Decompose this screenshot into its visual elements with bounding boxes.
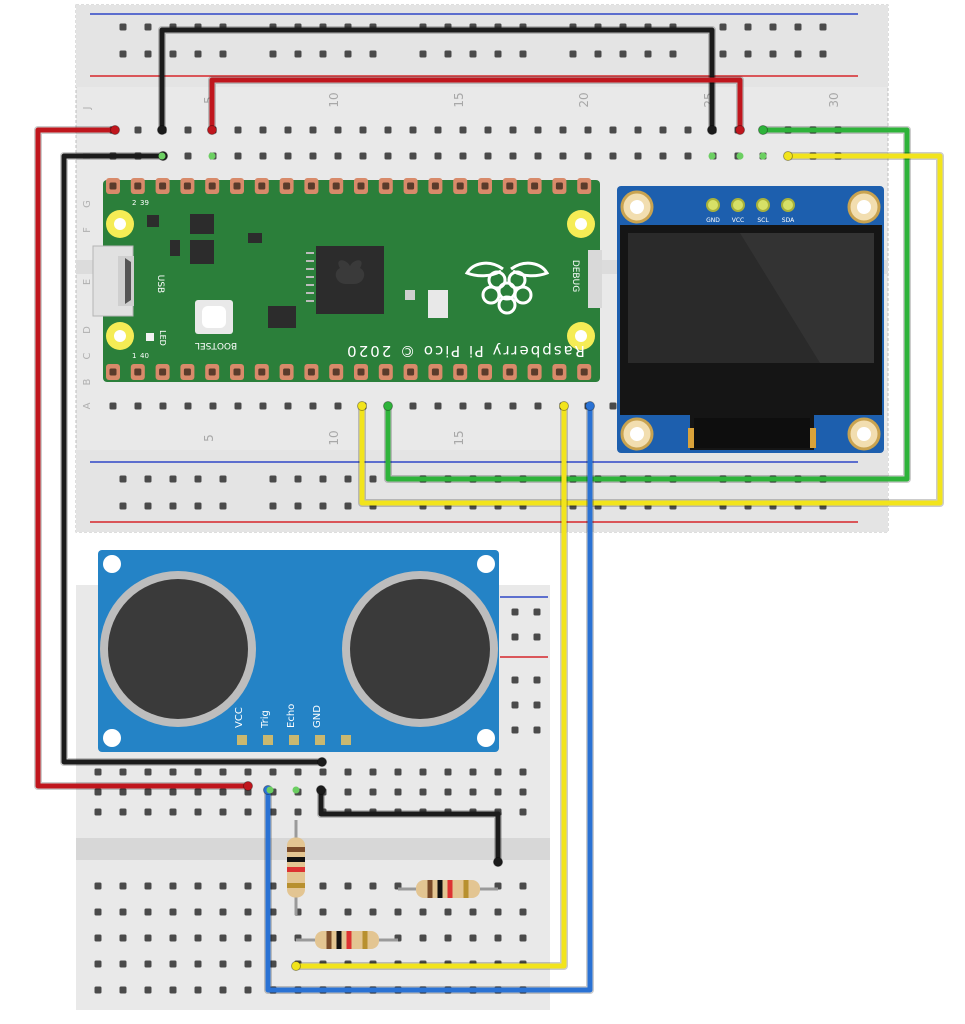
wires	[34, 26, 944, 994]
connected-hole	[736, 152, 744, 160]
resistor-upper	[398, 880, 498, 898]
pin-number-39: 39	[140, 199, 149, 207]
column-number-top: 30	[827, 92, 841, 107]
sensor-pin-label: Trig	[260, 710, 271, 729]
pin-number-40: 40	[140, 352, 149, 360]
resistors	[287, 820, 498, 949]
oled-pin-header: GND VCC SCL SDA	[706, 198, 795, 224]
wire-echo	[293, 403, 567, 969]
wire-vcc-sensor	[35, 127, 251, 789]
connected-hole	[266, 786, 274, 794]
connected-hole	[208, 152, 216, 160]
resistor-vertical	[287, 820, 305, 915]
row-letter: F	[82, 227, 93, 233]
column-number-top: 10	[327, 92, 341, 107]
sensor-pin-trig	[263, 735, 273, 745]
flash-chip	[268, 306, 296, 328]
row-letter: D	[82, 326, 93, 334]
column-number-top: 5	[202, 96, 216, 104]
oled-pin-label: SCL	[757, 217, 769, 224]
row-letter: E	[82, 279, 93, 285]
usb-label: USB	[155, 275, 165, 293]
pin-number-2: 2	[132, 199, 136, 207]
raspberry-pi-pico: Raspberry Pi Pico © 2020 USB LED BOOTSEL…	[92, 178, 602, 382]
led-label: LED	[158, 330, 167, 346]
column-number-bottom: 5	[202, 434, 216, 442]
connected-hole	[708, 152, 716, 160]
row-letter: A	[82, 402, 93, 409]
oled-pin-vcc	[731, 198, 745, 212]
pico-gpio-pads	[106, 178, 592, 380]
connected-hole	[292, 786, 300, 794]
sensor-pin-label: GND	[312, 705, 323, 728]
wire-vcc-top	[209, 77, 743, 133]
sensor-pin-vcc	[237, 735, 247, 745]
wire-sda	[359, 153, 943, 506]
wire-trig	[265, 403, 593, 993]
oled-display-module: GND VCC SCL SDA	[617, 186, 884, 453]
column-number-top: 20	[577, 92, 591, 107]
column-number-bottom: 15	[452, 430, 466, 445]
wire-gnd-divider	[318, 787, 501, 865]
ultrasonic-sensor: VCC Trig Echo GND	[98, 550, 499, 752]
led	[146, 333, 154, 341]
oled-pin-gnd	[706, 198, 720, 212]
connected-hole	[158, 152, 166, 160]
column-number-top: 15	[452, 92, 466, 107]
sensor-pin-label: VCC	[234, 707, 245, 728]
pin-number-1: 1	[132, 352, 136, 360]
wire-gnd-sensor	[61, 153, 325, 765]
sensor-pin-label: Echo	[286, 704, 297, 728]
resistor-lower	[296, 931, 398, 949]
connected-hole	[759, 152, 767, 160]
pico-logo-text: Raspberry Pi Pico © 2020	[345, 342, 585, 360]
column-number-bottom: 10	[327, 430, 341, 445]
debug-label: DEBUG	[570, 260, 580, 292]
oled-pin-scl	[756, 198, 770, 212]
oled-pin-label: GND	[706, 217, 720, 224]
bootsel-label: BOOTSEL	[195, 340, 237, 350]
row-letter: C	[82, 352, 93, 359]
raspberry-logo-icon	[464, 261, 550, 315]
sensor-pin-header: VCC Trig Echo GND	[234, 704, 351, 745]
regulator-chip	[190, 214, 214, 234]
oled-pin-label: SDA	[782, 217, 795, 224]
row-letter: J	[82, 107, 93, 111]
oled-pin-sda	[781, 198, 795, 212]
row-letter: B	[82, 378, 93, 385]
oled-pin-label: VCC	[732, 217, 744, 224]
wire-scl	[385, 127, 910, 482]
sensor-pin-gnd	[315, 735, 325, 745]
sensor-pin-echo	[289, 735, 299, 745]
row-letter: G	[82, 200, 93, 208]
